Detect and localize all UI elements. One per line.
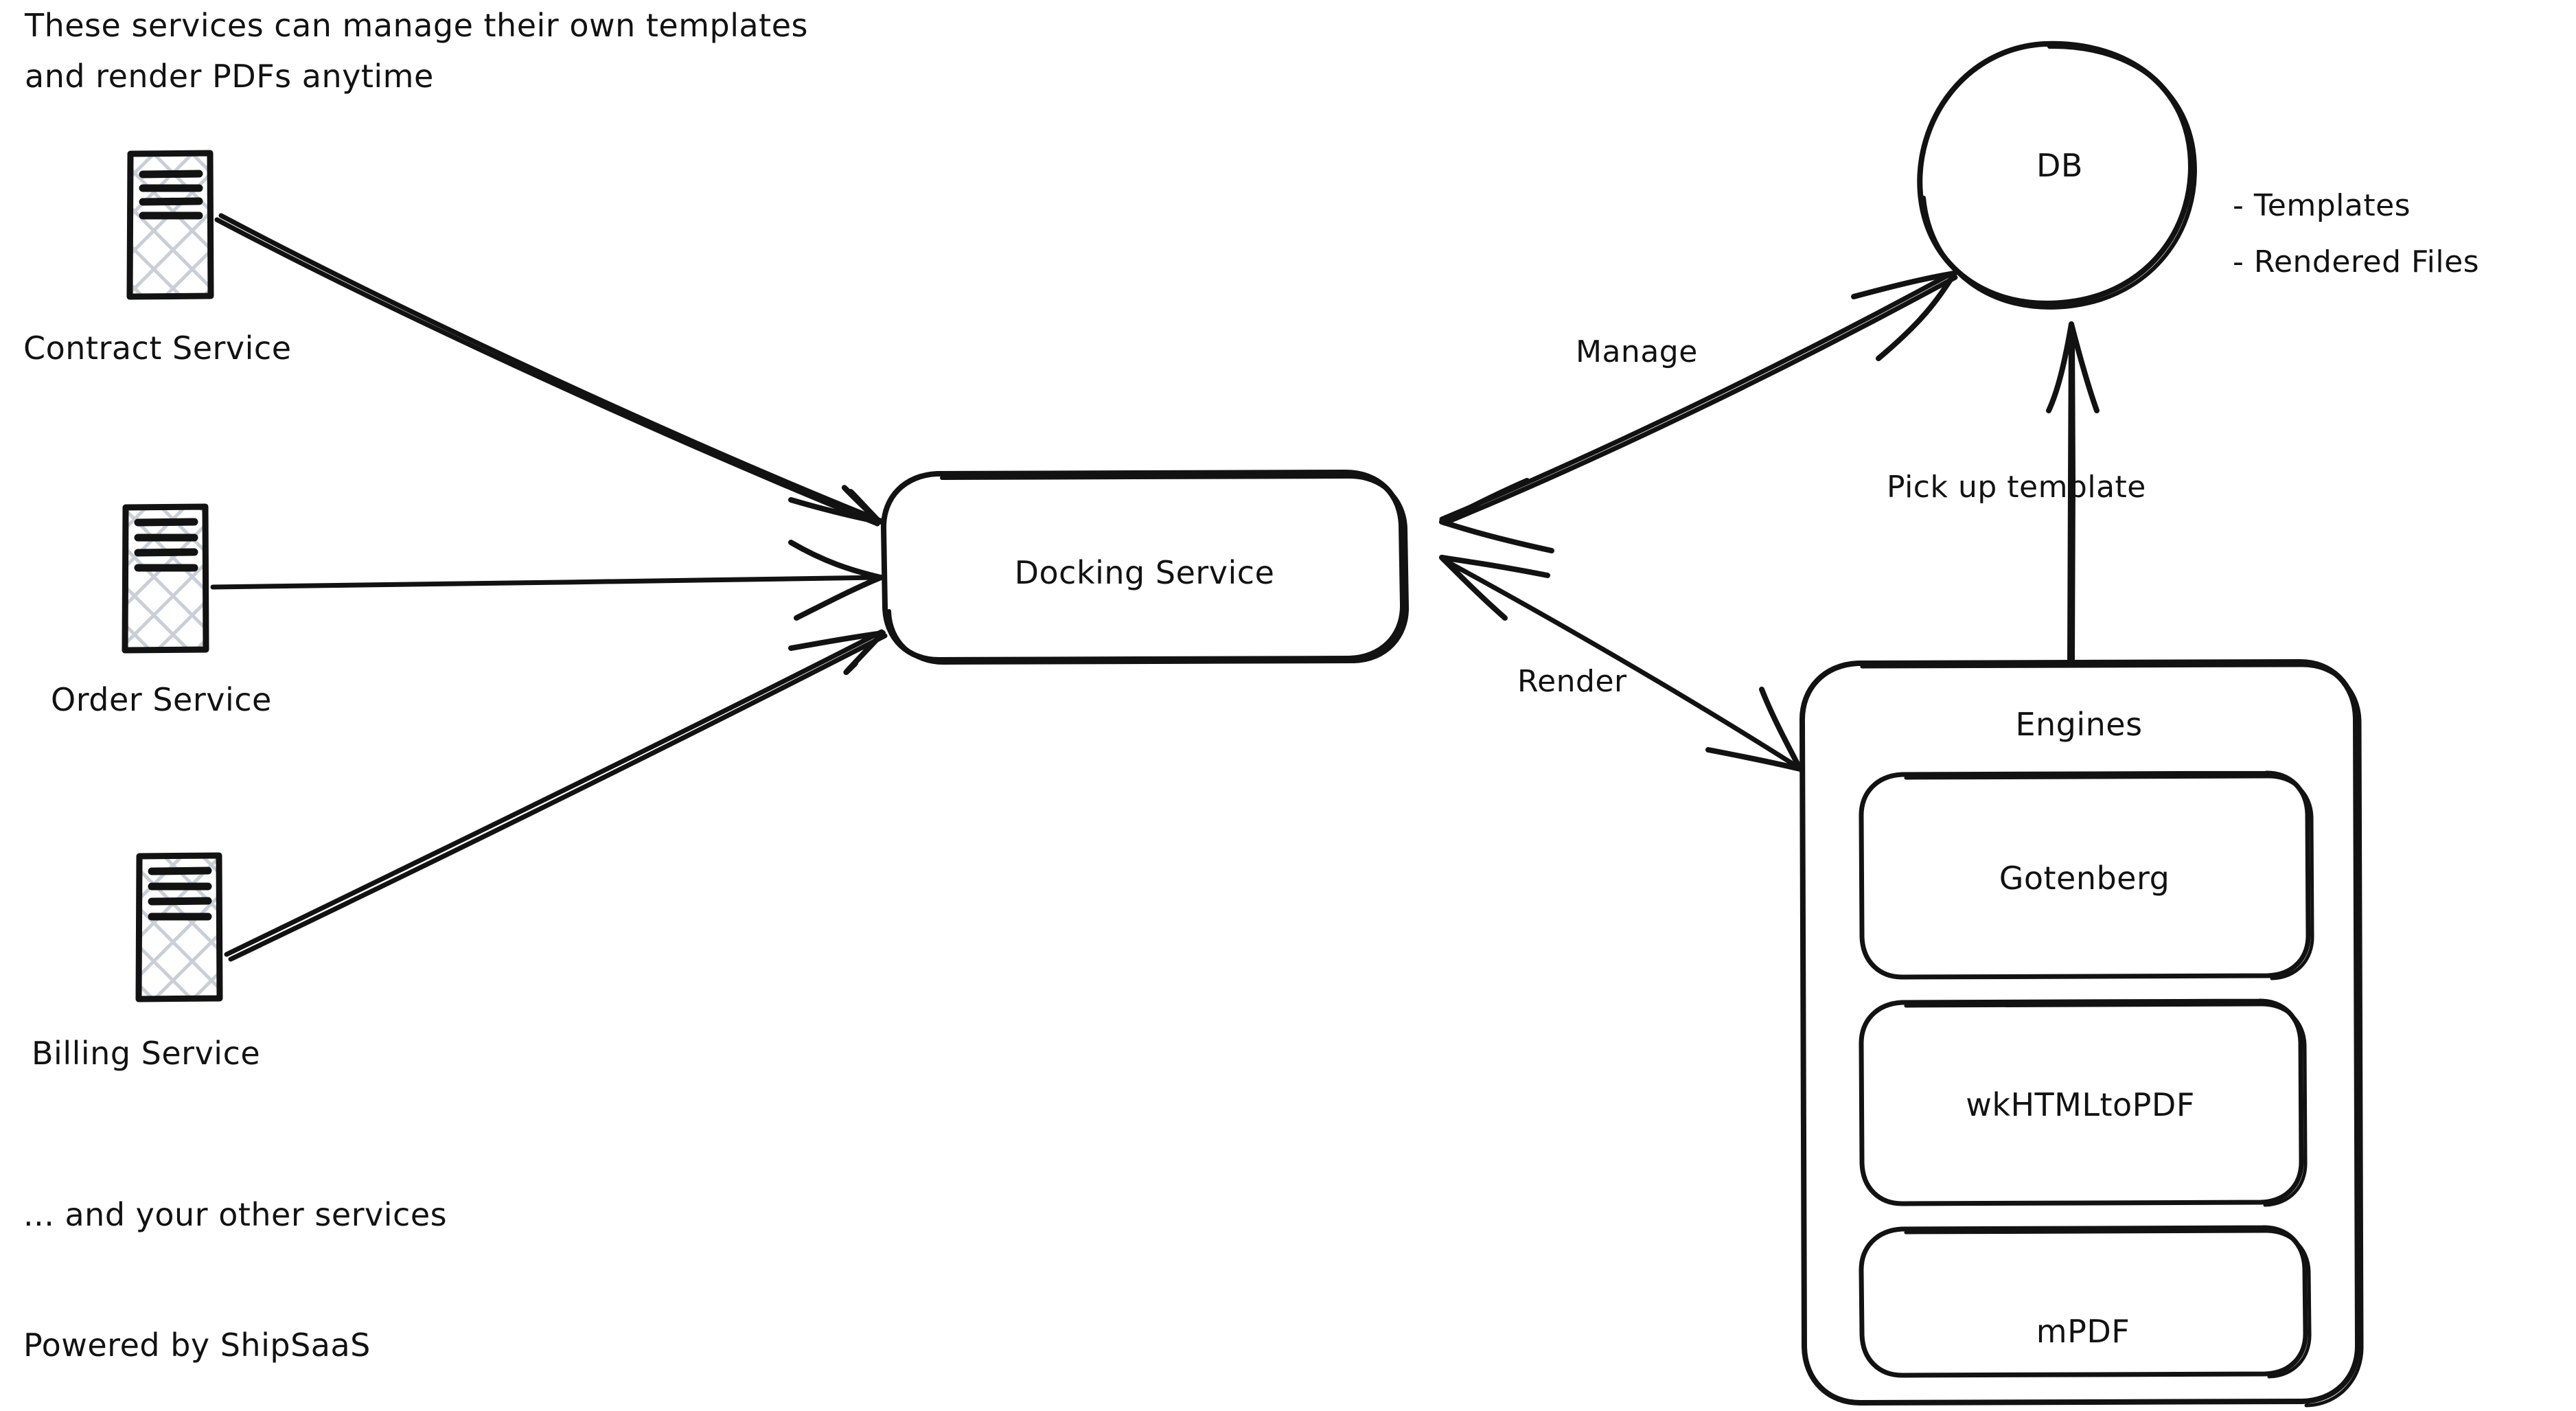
- engine-box-gotenberg[interactable]: [1859, 770, 2314, 980]
- edge-billing-to-docking: [224, 629, 888, 962]
- engine-box-mpdf[interactable]: [1859, 1225, 2312, 1379]
- service-label-contract: Contract Service: [23, 330, 292, 367]
- engine-label-gotenberg: Gotenberg: [1999, 860, 2170, 897]
- engine-box-wkhtmltopdf[interactable]: [1859, 998, 2308, 1207]
- edge-pick-up-template: [2046, 321, 2100, 661]
- docking-service-label: Docking Service: [1014, 554, 1275, 591]
- db-content-templates: - Templates: [2233, 188, 2411, 223]
- server-icon-order: [122, 503, 209, 654]
- engines-container-label: Engines: [2015, 706, 2143, 743]
- engine-label-mpdf: mPDF: [2036, 1313, 2130, 1350]
- edge-contract-to-docking: [214, 213, 883, 527]
- edge-render: [1439, 555, 1803, 772]
- server-icon-contract: [126, 150, 214, 300]
- service-label-billing: Billing Service: [32, 1035, 261, 1072]
- footer-credit: Powered by ShipSaaS: [23, 1327, 371, 1364]
- edge-label-render: Render: [1517, 664, 1627, 699]
- docking-service-box[interactable]: [880, 470, 1410, 665]
- edge-label-manage: Manage: [1576, 334, 1698, 369]
- engines-container[interactable]: [1799, 658, 2364, 1408]
- top-note-line-1: These services can manage their own temp…: [25, 7, 808, 44]
- edge-label-pick-up-template: Pick up template: [1887, 470, 2146, 505]
- more-services-note: ... and your other services: [23, 1196, 448, 1233]
- db-content-rendered-files: - Rendered Files: [2233, 244, 2480, 279]
- server-icon-billing: [135, 852, 223, 1002]
- db-label: DB: [2036, 147, 2083, 184]
- engine-label-wkhtmltopdf: wkHTMLtoPDF: [1966, 1086, 2195, 1123]
- edge-order-to-docking: [210, 540, 884, 621]
- db-node[interactable]: [1917, 41, 2197, 310]
- top-note-line-2: and render PDFs anytime: [25, 58, 434, 95]
- edge-manage: [1439, 271, 1958, 553]
- service-label-order: Order Service: [51, 681, 272, 718]
